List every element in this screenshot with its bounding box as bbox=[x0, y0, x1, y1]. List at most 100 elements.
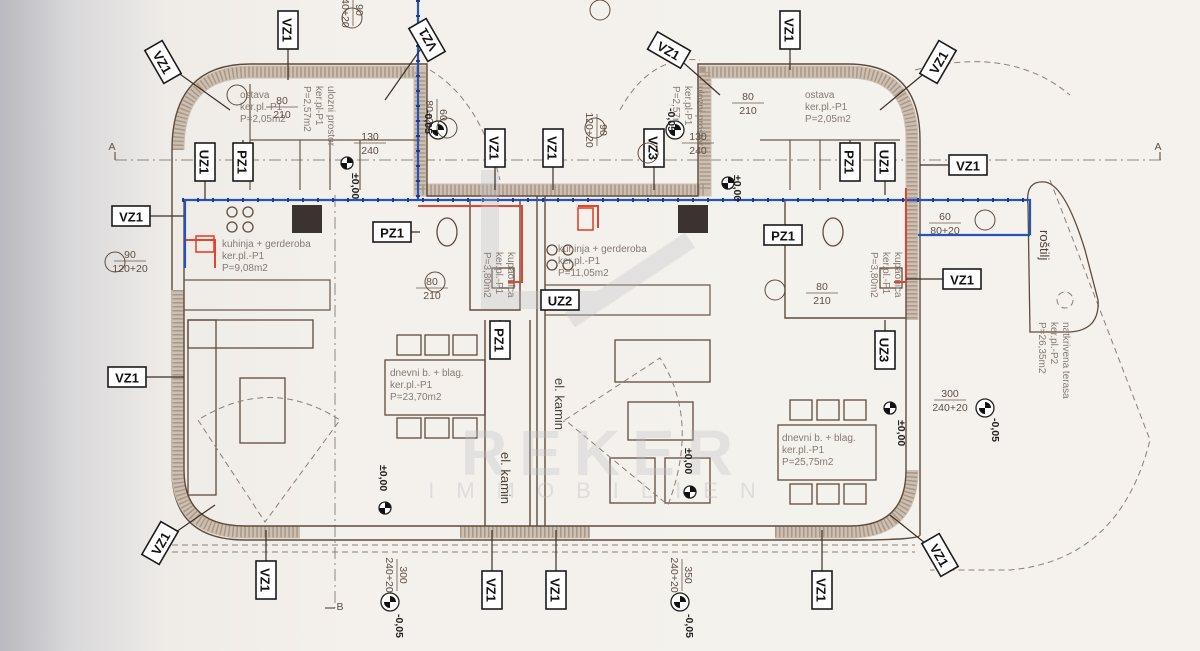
tag-label: VZ1 bbox=[950, 273, 974, 288]
level-marker: ±0,00 bbox=[721, 175, 743, 201]
room-name: kupaonica bbox=[505, 252, 516, 298]
dimension-height: 120+20 bbox=[112, 263, 147, 275]
dimension-width: 60 bbox=[939, 211, 951, 223]
tag-box bbox=[489, 320, 511, 360]
tag-label: UZ3 bbox=[877, 338, 892, 363]
tag-box bbox=[779, 10, 801, 50]
tag-label: VZ1 bbox=[487, 136, 502, 160]
installation-tag: VZ1 bbox=[140, 520, 180, 566]
clearance-circle bbox=[637, 142, 659, 164]
tag-box bbox=[540, 289, 580, 311]
tag-box bbox=[948, 154, 988, 176]
level-value: -0,05 bbox=[422, 110, 434, 134]
tag-box bbox=[277, 10, 299, 50]
room-name: ulozni prostor bbox=[694, 86, 705, 147]
tag-box bbox=[111, 205, 151, 227]
left-door-swing bbox=[197, 397, 341, 523]
dimension-height: 240 bbox=[361, 145, 379, 157]
room-area: P=23,70m2 bbox=[390, 392, 442, 403]
dimension-width: 350 bbox=[682, 566, 694, 584]
tag-label: PZ1 bbox=[771, 229, 795, 244]
tag-label: VZ1 bbox=[119, 210, 143, 225]
installation-tag: VZ1 bbox=[542, 128, 564, 168]
clearance-circle bbox=[424, 271, 446, 293]
installation-tag: VZ1 bbox=[277, 10, 299, 50]
room-area: P=3,80m2 bbox=[481, 252, 492, 298]
tag-box bbox=[232, 142, 254, 182]
watermark: REKER IMMOBILIEN bbox=[428, 170, 778, 503]
tag-box bbox=[140, 520, 180, 566]
installation-tag: VZ1 bbox=[918, 39, 958, 85]
dimension-width: 300 bbox=[397, 566, 409, 584]
toilets bbox=[436, 217, 844, 247]
tag-box bbox=[918, 39, 958, 85]
room-area: P=2,05m2 bbox=[240, 114, 286, 125]
room-label: dnevni b. + blag.ker.pl.-P1P=23,70m2 bbox=[390, 368, 464, 403]
tag-box bbox=[545, 570, 567, 610]
room-name: ostava bbox=[240, 90, 270, 101]
installation-tag: VZ1 bbox=[255, 560, 277, 600]
bbq-grill bbox=[1056, 291, 1074, 309]
right-armchair bbox=[664, 457, 711, 504]
bbq-counter bbox=[1026, 181, 1099, 333]
room-name: ostava bbox=[805, 90, 835, 101]
room-area: P=2,57m2 bbox=[670, 86, 681, 132]
right-armchair bbox=[609, 457, 656, 504]
tag-label: UZ2 bbox=[548, 294, 573, 309]
level-marker: -0,05 bbox=[975, 398, 1001, 442]
tag-box bbox=[143, 39, 183, 85]
dimension-width: 80 bbox=[816, 281, 828, 293]
dimension-height: 240+20 bbox=[383, 557, 395, 592]
installation-tag: VZ1 bbox=[646, 30, 692, 70]
left-coffee-table bbox=[239, 377, 286, 444]
installation-tag: PZ1 bbox=[372, 221, 412, 243]
level-value: ±0,00 bbox=[349, 173, 361, 199]
room-name: dnevni b. + blag. bbox=[782, 433, 856, 444]
stove-right bbox=[546, 205, 708, 271]
tag-box bbox=[372, 221, 412, 243]
level-marker: -0,05 bbox=[422, 110, 448, 140]
installation-tag: VZ1 bbox=[942, 268, 982, 290]
dimension-height: 210 bbox=[739, 105, 757, 117]
fixture-label: el. kamin bbox=[552, 378, 567, 430]
tag-box bbox=[484, 128, 506, 168]
clearance-circle bbox=[764, 279, 786, 301]
room-name: dnevni b. + blag. bbox=[390, 368, 464, 379]
level-marker: ±0,00 bbox=[682, 448, 697, 499]
room-floor: ker.pl-P1 bbox=[682, 86, 693, 126]
tag-label: UZ1 bbox=[197, 150, 212, 175]
level-value: -0,05 bbox=[683, 614, 695, 638]
tag-label: VZ1 bbox=[956, 159, 980, 174]
tag-label: VZ1 bbox=[484, 578, 499, 602]
room-area: P=2,05m2 bbox=[805, 114, 851, 125]
tag-label: VZ1 bbox=[782, 18, 797, 42]
level-marker: ±0,00 bbox=[377, 465, 392, 515]
room-name: natkrivena terasa bbox=[1060, 322, 1071, 399]
installation-tag: UZ1 bbox=[194, 142, 216, 182]
room-name: kuhinja + gerderoba bbox=[222, 239, 311, 250]
room-floor: ker.pl.-P2 bbox=[1048, 322, 1059, 365]
tag-box bbox=[643, 128, 665, 168]
furniture bbox=[187, 181, 1099, 523]
installation-tag: VZ1 bbox=[811, 570, 833, 610]
level-value: ±0,00 bbox=[731, 175, 743, 201]
room-floor: ker.pl.-P1 bbox=[880, 252, 891, 295]
room-floor: ker.pl.-P1 bbox=[805, 102, 848, 113]
right-dining-table bbox=[777, 424, 877, 481]
room-area: P=9,08m2 bbox=[222, 263, 268, 274]
room-floor: ker.pl.-P1 bbox=[222, 251, 265, 262]
installation-tag: PZ1 bbox=[489, 320, 511, 360]
watermark-subtitle: IMMOBILIEN bbox=[428, 478, 778, 503]
clearance-circle bbox=[341, 7, 363, 29]
